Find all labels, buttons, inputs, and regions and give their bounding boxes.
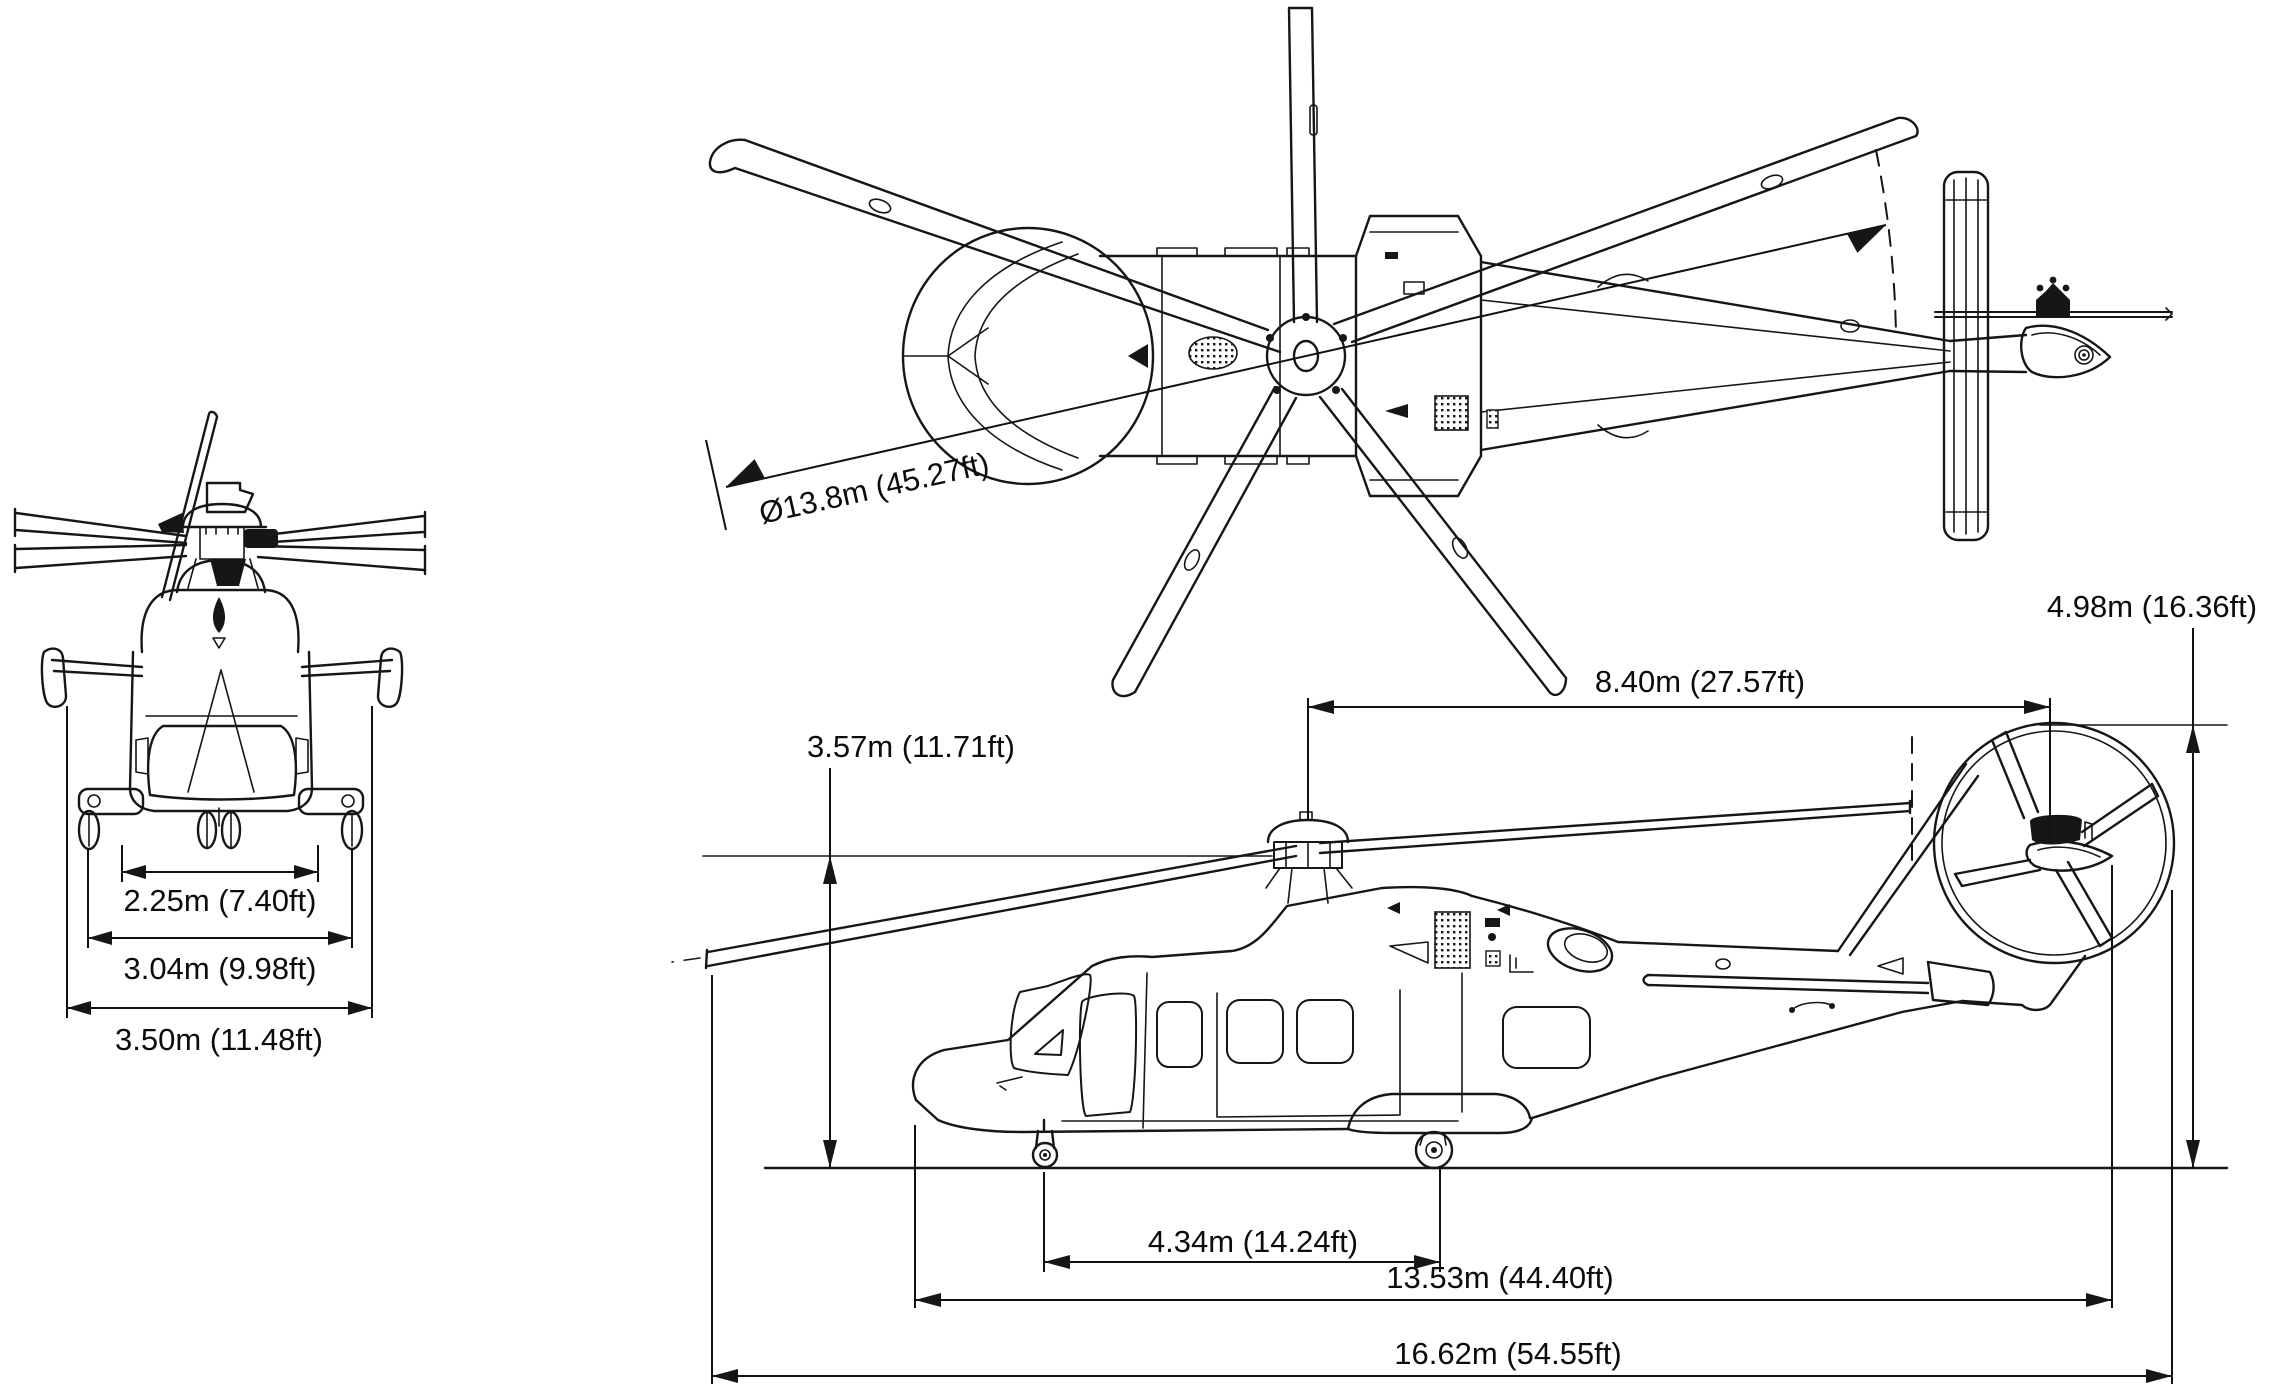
dimension-front-overall-width: 3.50m (11.48ft) (66, 706, 373, 1057)
top-view-marker-triangle-front (1128, 344, 1148, 368)
front-view-main-rotor (13, 410, 427, 602)
overall-height-label: 4.98m (16.36ft) (2047, 589, 2257, 624)
dimension-fuselage-length: 13.53m (44.40ft) (914, 865, 2113, 1308)
dimension-overall-length: 16.62m (54.55ft) (711, 890, 2173, 1384)
top-view-fuselage (901, 214, 1952, 498)
dimension-rotor-diameter: Ø13.8m (45.27ft) (705, 149, 1897, 531)
dimension-height-to-rotor-head: 3.57m (11.71ft) (807, 729, 1015, 1168)
top-view-stabilizer (1942, 170, 1990, 542)
dimension-overall-height: 4.98m (16.36ft) (2039, 589, 2257, 1168)
front-gear-width-label: 3.04m (9.98ft) (124, 951, 317, 986)
wheelbase-label: 4.34m (14.24ft) (1148, 1224, 1358, 1259)
top-view-tail-rotor (1934, 276, 2173, 379)
side-view-fuselage (911, 762, 2087, 1134)
rotor-to-tail-label: 8.40m (27.57ft) (1595, 664, 1805, 699)
front-view-landing-gear (77, 787, 365, 851)
rotor-blade-upper-left (708, 138, 1282, 354)
rotor-blade-lower-right (1318, 387, 1568, 697)
side-view-stabilizer (1642, 957, 1995, 1007)
front-overall-width-label: 3.50m (11.48ft) (115, 1022, 323, 1057)
front-view: 2.25m (7.40ft) 3.04m (9.98ft) 3.50m (11.… (13, 410, 427, 1057)
rotor-blade-up (1287, 6, 1319, 324)
fuselage-length-label: 13.53m (44.40ft) (1386, 1260, 1613, 1295)
side-view-landing-gear (1031, 1092, 1534, 1170)
top-view-exhaust-grid (1434, 395, 1469, 431)
overall-length-label: 16.62m (54.55ft) (1394, 1336, 1621, 1371)
side-view-main-rotor (671, 736, 1913, 970)
dimension-front-gear-width: 3.04m (9.98ft) (87, 848, 353, 986)
rotor-diameter-label: Ø13.8m (45.27ft) (756, 446, 992, 531)
top-view-sensor-fairing (1188, 336, 1238, 370)
side-view-tail-rotor (1932, 721, 2176, 965)
dimension-wheelbase: 4.34m (14.24ft) (1043, 1168, 1441, 1272)
front-wheel-track-label: 2.25m (7.40ft) (124, 883, 317, 918)
front-view-fuselage (40, 558, 404, 813)
height-to-rotor-head-label: 3.57m (11.71ft) (807, 729, 1015, 764)
dimension-rotor-to-tail: 8.40m (27.57ft) (1307, 664, 2051, 840)
top-view-marker-triangle-rear (1385, 404, 1408, 418)
dimension-front-wheel-track: 2.25m (7.40ft) (121, 845, 319, 918)
rotor-blade-upper-right (1332, 116, 1919, 344)
top-view: Ø13.8m (45.27ft) (705, 6, 2173, 698)
rotor-blade-lower-left (1111, 385, 1298, 698)
side-view: 3.57m (11.71ft) 8.40m (27.57ft) 4.98m (1… (671, 589, 2257, 1384)
top-view-main-rotor (708, 6, 1919, 698)
